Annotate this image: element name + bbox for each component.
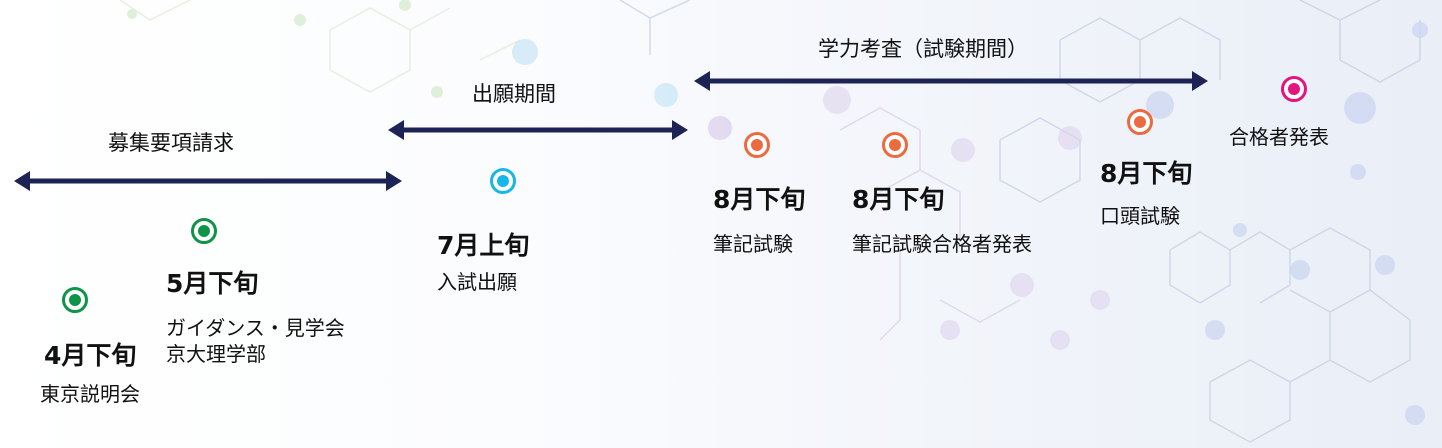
event-description: 口頭試験 xyxy=(1100,204,1180,228)
exam-period-arrow xyxy=(694,71,1208,91)
request-period-label: 募集要項請求 xyxy=(108,131,234,155)
event-marker-cyan xyxy=(490,168,516,194)
application-period-label: 出願期間 xyxy=(472,82,556,106)
event-marker-magenta xyxy=(1281,76,1307,102)
event-marker-green xyxy=(62,287,88,313)
event-description: ガイダンス・見学会 xyxy=(166,316,345,340)
event-description: 東京説明会 xyxy=(40,382,140,406)
event-description: 筆記試験 xyxy=(713,232,793,256)
event-description: 合格者発表 xyxy=(1229,125,1329,149)
event-description: 筆記試験合格者発表 xyxy=(852,232,1032,256)
event-marker-green xyxy=(191,218,217,244)
event-marker-orange xyxy=(744,132,770,158)
request-period-arrow xyxy=(14,171,402,191)
exam-period-label: 学力考査（試験期間） xyxy=(818,37,1028,61)
event-date: 4月下旬 xyxy=(44,341,137,370)
event-marker-orange xyxy=(1127,109,1153,135)
event-date: 8月下旬 xyxy=(852,185,945,214)
application-period-arrow xyxy=(388,120,688,140)
event-marker-orange xyxy=(882,132,908,158)
event-date: 8月下旬 xyxy=(1100,159,1193,188)
event-date: 7月上旬 xyxy=(437,231,530,260)
event-date: 8月下旬 xyxy=(713,185,806,214)
event-date: 5月下旬 xyxy=(166,269,259,298)
event-description: 京大理学部 xyxy=(166,342,266,366)
event-description: 入試出願 xyxy=(437,270,517,294)
